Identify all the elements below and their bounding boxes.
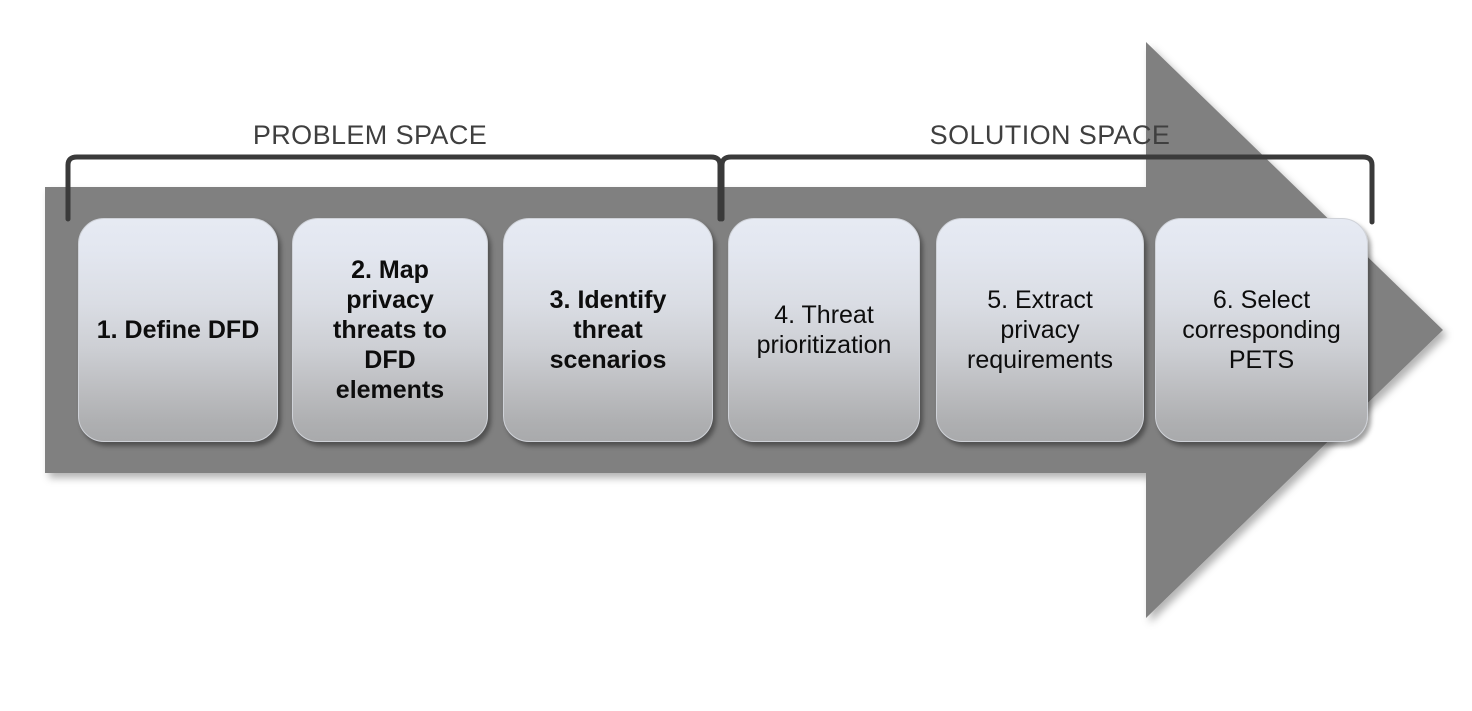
step-label-6: 6. Select corresponding PETS	[1182, 286, 1341, 374]
step-label-3: 3. Identify threat scenarios	[549, 286, 667, 374]
step-label-1: 1. Define DFD	[96, 316, 260, 344]
step-box-1[interactable]: 1. Define DFD	[78, 218, 278, 442]
phase-label-problem-space: PROBLEM SPACE	[252, 120, 488, 150]
step-box-2[interactable]: 2. Map privacy threats to DFD elements	[292, 218, 488, 442]
bracket-solution-space	[719, 154, 1375, 225]
step-box-5[interactable]: 5. Extract privacy requirements	[936, 218, 1144, 442]
bracket-problem-space	[65, 154, 723, 222]
step-box-3[interactable]: 3. Identify threat scenarios	[503, 218, 713, 442]
step-label-5: 5. Extract privacy requirements	[967, 286, 1113, 374]
step-box-6[interactable]: 6. Select corresponding PETS	[1155, 218, 1368, 442]
step-box-4[interactable]: 4. Threat prioritization	[728, 218, 920, 442]
step-label-2: 2. Map privacy threats to DFD elements	[333, 256, 447, 404]
phase-label-solution-space: SOLUTION SPACE	[929, 120, 1171, 150]
step-label-4: 4. Threat prioritization	[756, 301, 892, 359]
